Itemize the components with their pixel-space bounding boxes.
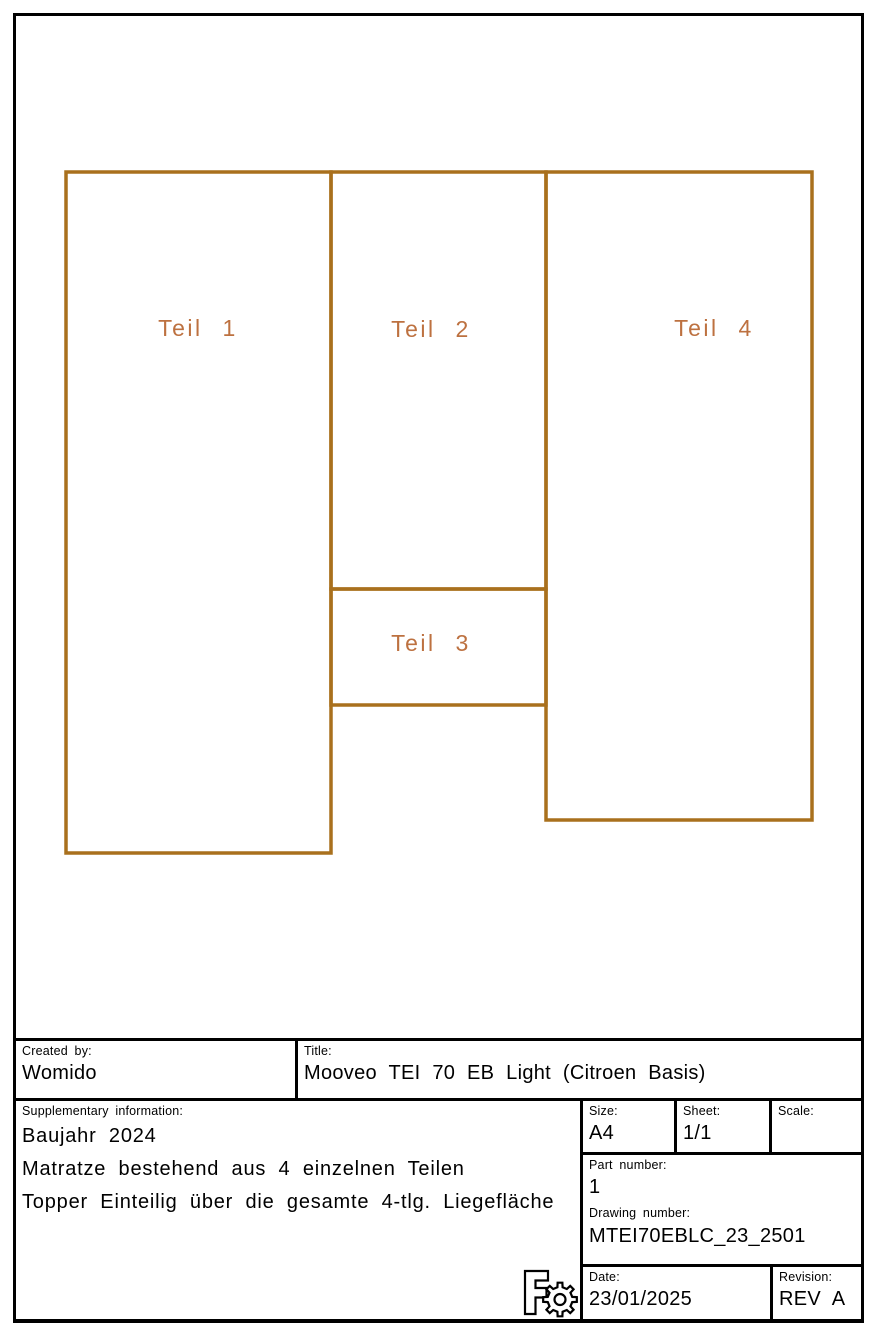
title-value: Mooveo TEI 70 EB Light (Citroen Basis) bbox=[304, 1062, 706, 1085]
sheet-label: Sheet: bbox=[683, 1104, 721, 1118]
date-label: Date: bbox=[589, 1270, 620, 1284]
supplementary-line: Topper Einteilig über die gesamte 4-tlg.… bbox=[22, 1191, 555, 1214]
parts-drawing: Teil 1 Teil 2 Teil 3 Teil 4 bbox=[64, 170, 814, 855]
scale-label: Scale: bbox=[778, 1104, 814, 1118]
size-value: A4 bbox=[589, 1122, 615, 1145]
scale-cell: Scale: bbox=[772, 1101, 861, 1152]
supplementary-line: Matratze bestehend aus 4 einzelnen Teile… bbox=[22, 1158, 465, 1181]
drawing-number-label: Drawing number: bbox=[589, 1206, 691, 1221]
supplementary-cell: Supplementary information: Baujahr 2024 … bbox=[16, 1101, 580, 1319]
sheet-cell: Sheet: 1/1 bbox=[677, 1101, 769, 1152]
part-label-teil-1: Teil 1 bbox=[158, 315, 238, 341]
revision-value: REV A bbox=[779, 1288, 846, 1311]
revision-label: Revision: bbox=[779, 1270, 833, 1284]
supplementary-line: Baujahr 2024 bbox=[22, 1125, 157, 1148]
part-label-teil-4: Teil 4 bbox=[674, 315, 754, 341]
drawing-number-value: MTEI70EBLC_23_2501 bbox=[589, 1224, 806, 1247]
sheet-value: 1/1 bbox=[683, 1122, 712, 1145]
date-value: 23/01/2025 bbox=[589, 1288, 693, 1311]
part-rect-teil-1 bbox=[64, 170, 333, 855]
part-number-label: Part number: bbox=[589, 1158, 667, 1172]
part-drawing-number-cell: Part number: 1 Drawing number: MTEI70EBL… bbox=[583, 1155, 861, 1264]
size-cell: Size: A4 bbox=[583, 1101, 674, 1152]
logo-f-shape bbox=[523, 1269, 550, 1316]
part-label-teil-3: Teil 3 bbox=[391, 630, 471, 656]
supplementary-label: Supplementary information: bbox=[22, 1104, 184, 1118]
part-label-teil-2: Teil 2 bbox=[391, 316, 471, 342]
revision-cell: Revision: REV A bbox=[773, 1267, 861, 1319]
date-cell: Date: 23/01/2025 bbox=[583, 1267, 770, 1319]
part-rect-teil-4 bbox=[544, 170, 814, 822]
title-block: Created by: Womido Title: Mooveo TEI 70 … bbox=[13, 1038, 864, 1322]
freecad-logo-icon bbox=[523, 1269, 578, 1318]
created-by-cell: Created by: Womido bbox=[16, 1041, 295, 1098]
title-label: Title: bbox=[304, 1044, 332, 1058]
title-cell: Title: Mooveo TEI 70 EB Light (Citroen B… bbox=[298, 1041, 861, 1098]
part-number-value: 1 bbox=[589, 1176, 601, 1199]
logo-gear bbox=[542, 1281, 578, 1318]
size-label: Size: bbox=[589, 1104, 618, 1118]
part-rect-teil-2 bbox=[329, 170, 548, 591]
created-by-label: Created by: bbox=[22, 1044, 92, 1058]
created-by-value: Womido bbox=[22, 1062, 97, 1085]
